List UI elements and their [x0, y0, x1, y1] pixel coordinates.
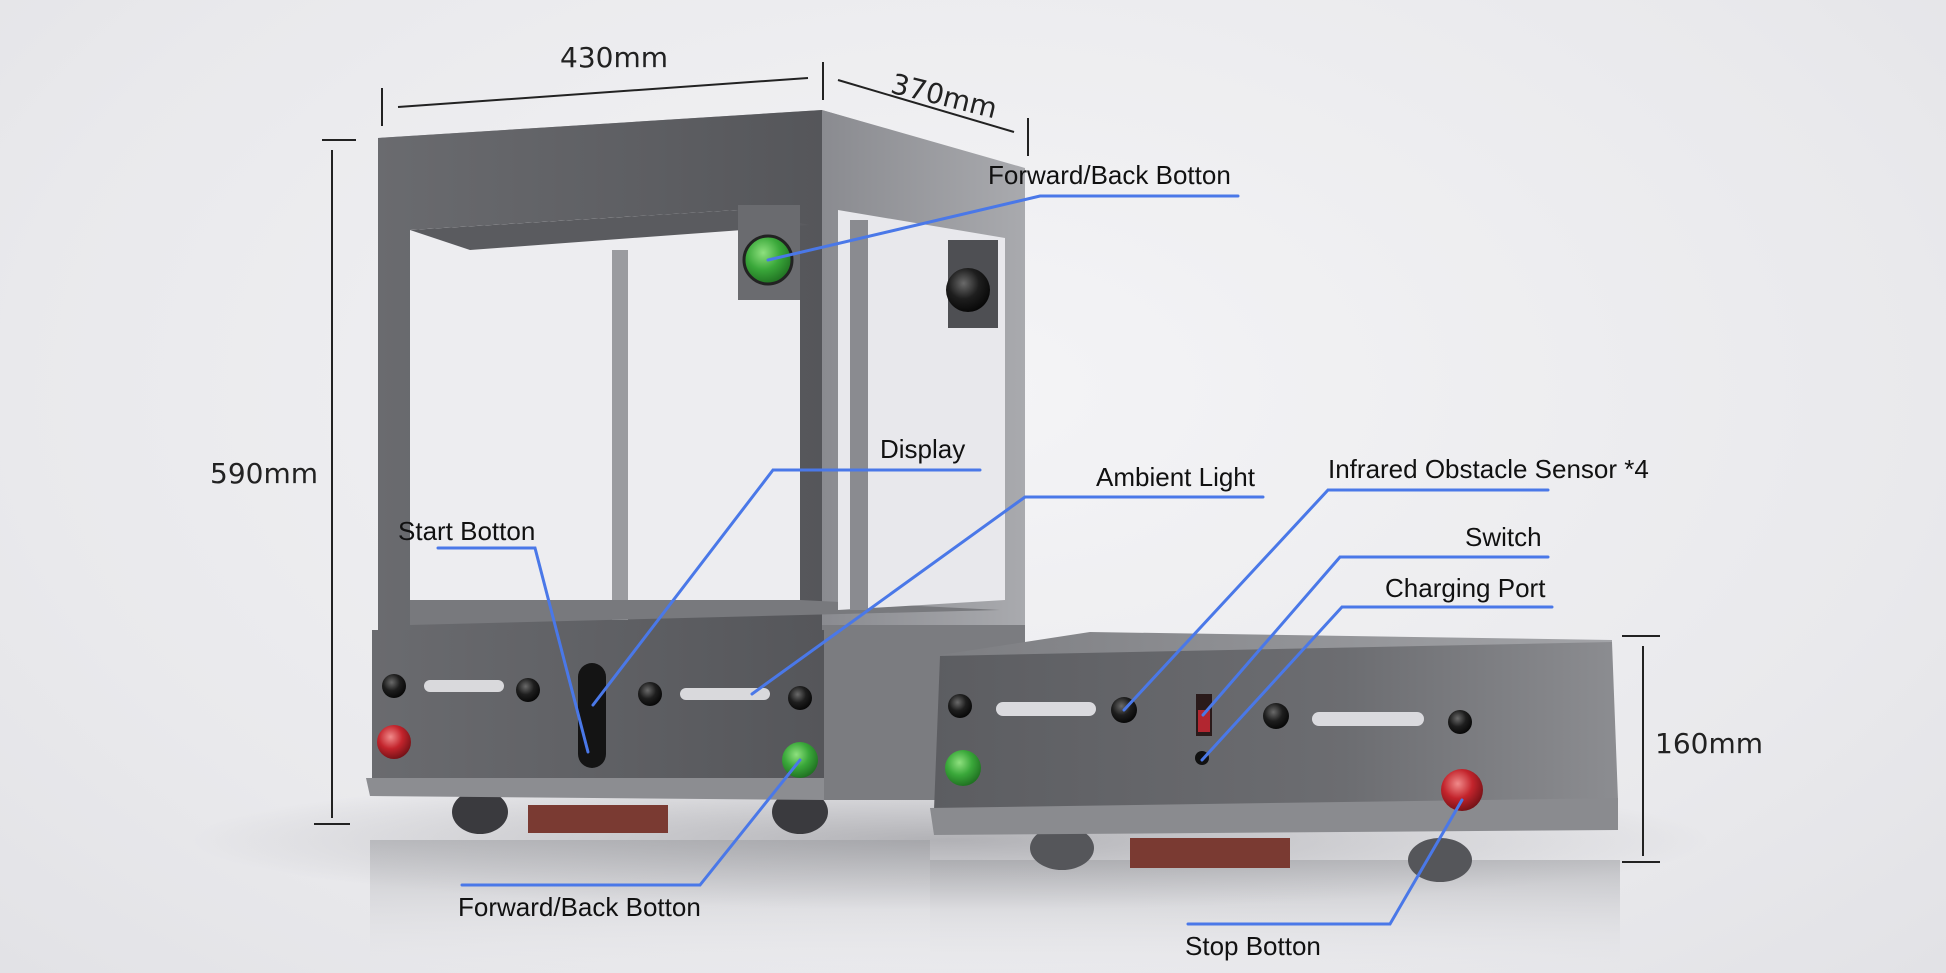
label-forward-back-bottom: Forward/Back Botton: [458, 892, 701, 922]
base-battery-red: [1130, 838, 1290, 868]
label-charging-port: Charging Port: [1385, 573, 1546, 603]
label-stop-button: Stop Botton: [1185, 931, 1321, 961]
base-ambient-strip: [996, 702, 1096, 716]
label-ambient-light: Ambient Light: [1096, 462, 1255, 492]
callout-start: [436, 546, 590, 754]
display-slot[interactable]: [578, 663, 606, 768]
stop-button[interactable]: [1441, 769, 1483, 811]
label-switch: Switch: [1465, 522, 1542, 552]
ir-sensor: [788, 686, 812, 710]
label-forward-back-top: Forward/Back Botton: [988, 160, 1231, 190]
callout-stop: [1186, 798, 1464, 926]
callout-forward-back-top: [766, 194, 1240, 262]
callout-lines: [436, 194, 1554, 926]
ir-sensor: [638, 682, 662, 706]
label-start-button: Start Botton: [398, 516, 536, 546]
dimension-lines: [314, 62, 1660, 863]
power-switch-rocker: [1198, 710, 1210, 732]
ir-sensor: [948, 694, 972, 718]
base-wheel: [1030, 826, 1094, 870]
stop-button-cabinet[interactable]: [377, 725, 411, 759]
cabinet-battery-red: [528, 805, 668, 833]
callout-infrared: [1122, 488, 1550, 712]
label-infrared-sensor: Infrared Obstacle Sensor *4: [1328, 454, 1649, 484]
base-robot: [930, 632, 1618, 882]
ir-sensor: [1263, 703, 1289, 729]
cabinet-inner-post: [612, 250, 628, 620]
ir-sensor: [1448, 710, 1472, 734]
side-black-button[interactable]: [946, 268, 990, 312]
callout-ambient-light: [750, 495, 1265, 696]
cabinet-wheel: [452, 790, 508, 834]
cabinet-side-post: [850, 220, 868, 610]
cabinet-wheel: [772, 790, 828, 834]
ambient-light-strip: [424, 680, 504, 692]
cabinet-bottom-lip: [366, 778, 824, 800]
ir-sensor: [516, 678, 540, 702]
callout-switch: [1201, 555, 1550, 717]
base-wheel: [1408, 838, 1472, 882]
cabinet-window: [410, 210, 800, 615]
callout-display: [591, 468, 982, 707]
base-ambient-strip: [1312, 712, 1424, 726]
width-dimension-label: 430mm: [560, 41, 668, 74]
base-height-dimension-label: 160mm: [1655, 727, 1763, 760]
callout-forward-back-bottom: [460, 758, 802, 887]
cabinet-front-frame: [378, 110, 822, 660]
ambient-light-strip: [680, 688, 770, 700]
label-display: Display: [880, 434, 966, 464]
cabinet-inner-shelf: [410, 210, 810, 250]
height-dimension-label: 590mm: [210, 457, 318, 490]
ir-sensor: [382, 674, 406, 698]
base-reflection: [930, 860, 1620, 973]
callout-charging: [1200, 605, 1554, 762]
cabinet-robot: [366, 110, 1025, 834]
base-green-button[interactable]: [945, 750, 981, 786]
cabinet-reflection: [370, 840, 930, 973]
